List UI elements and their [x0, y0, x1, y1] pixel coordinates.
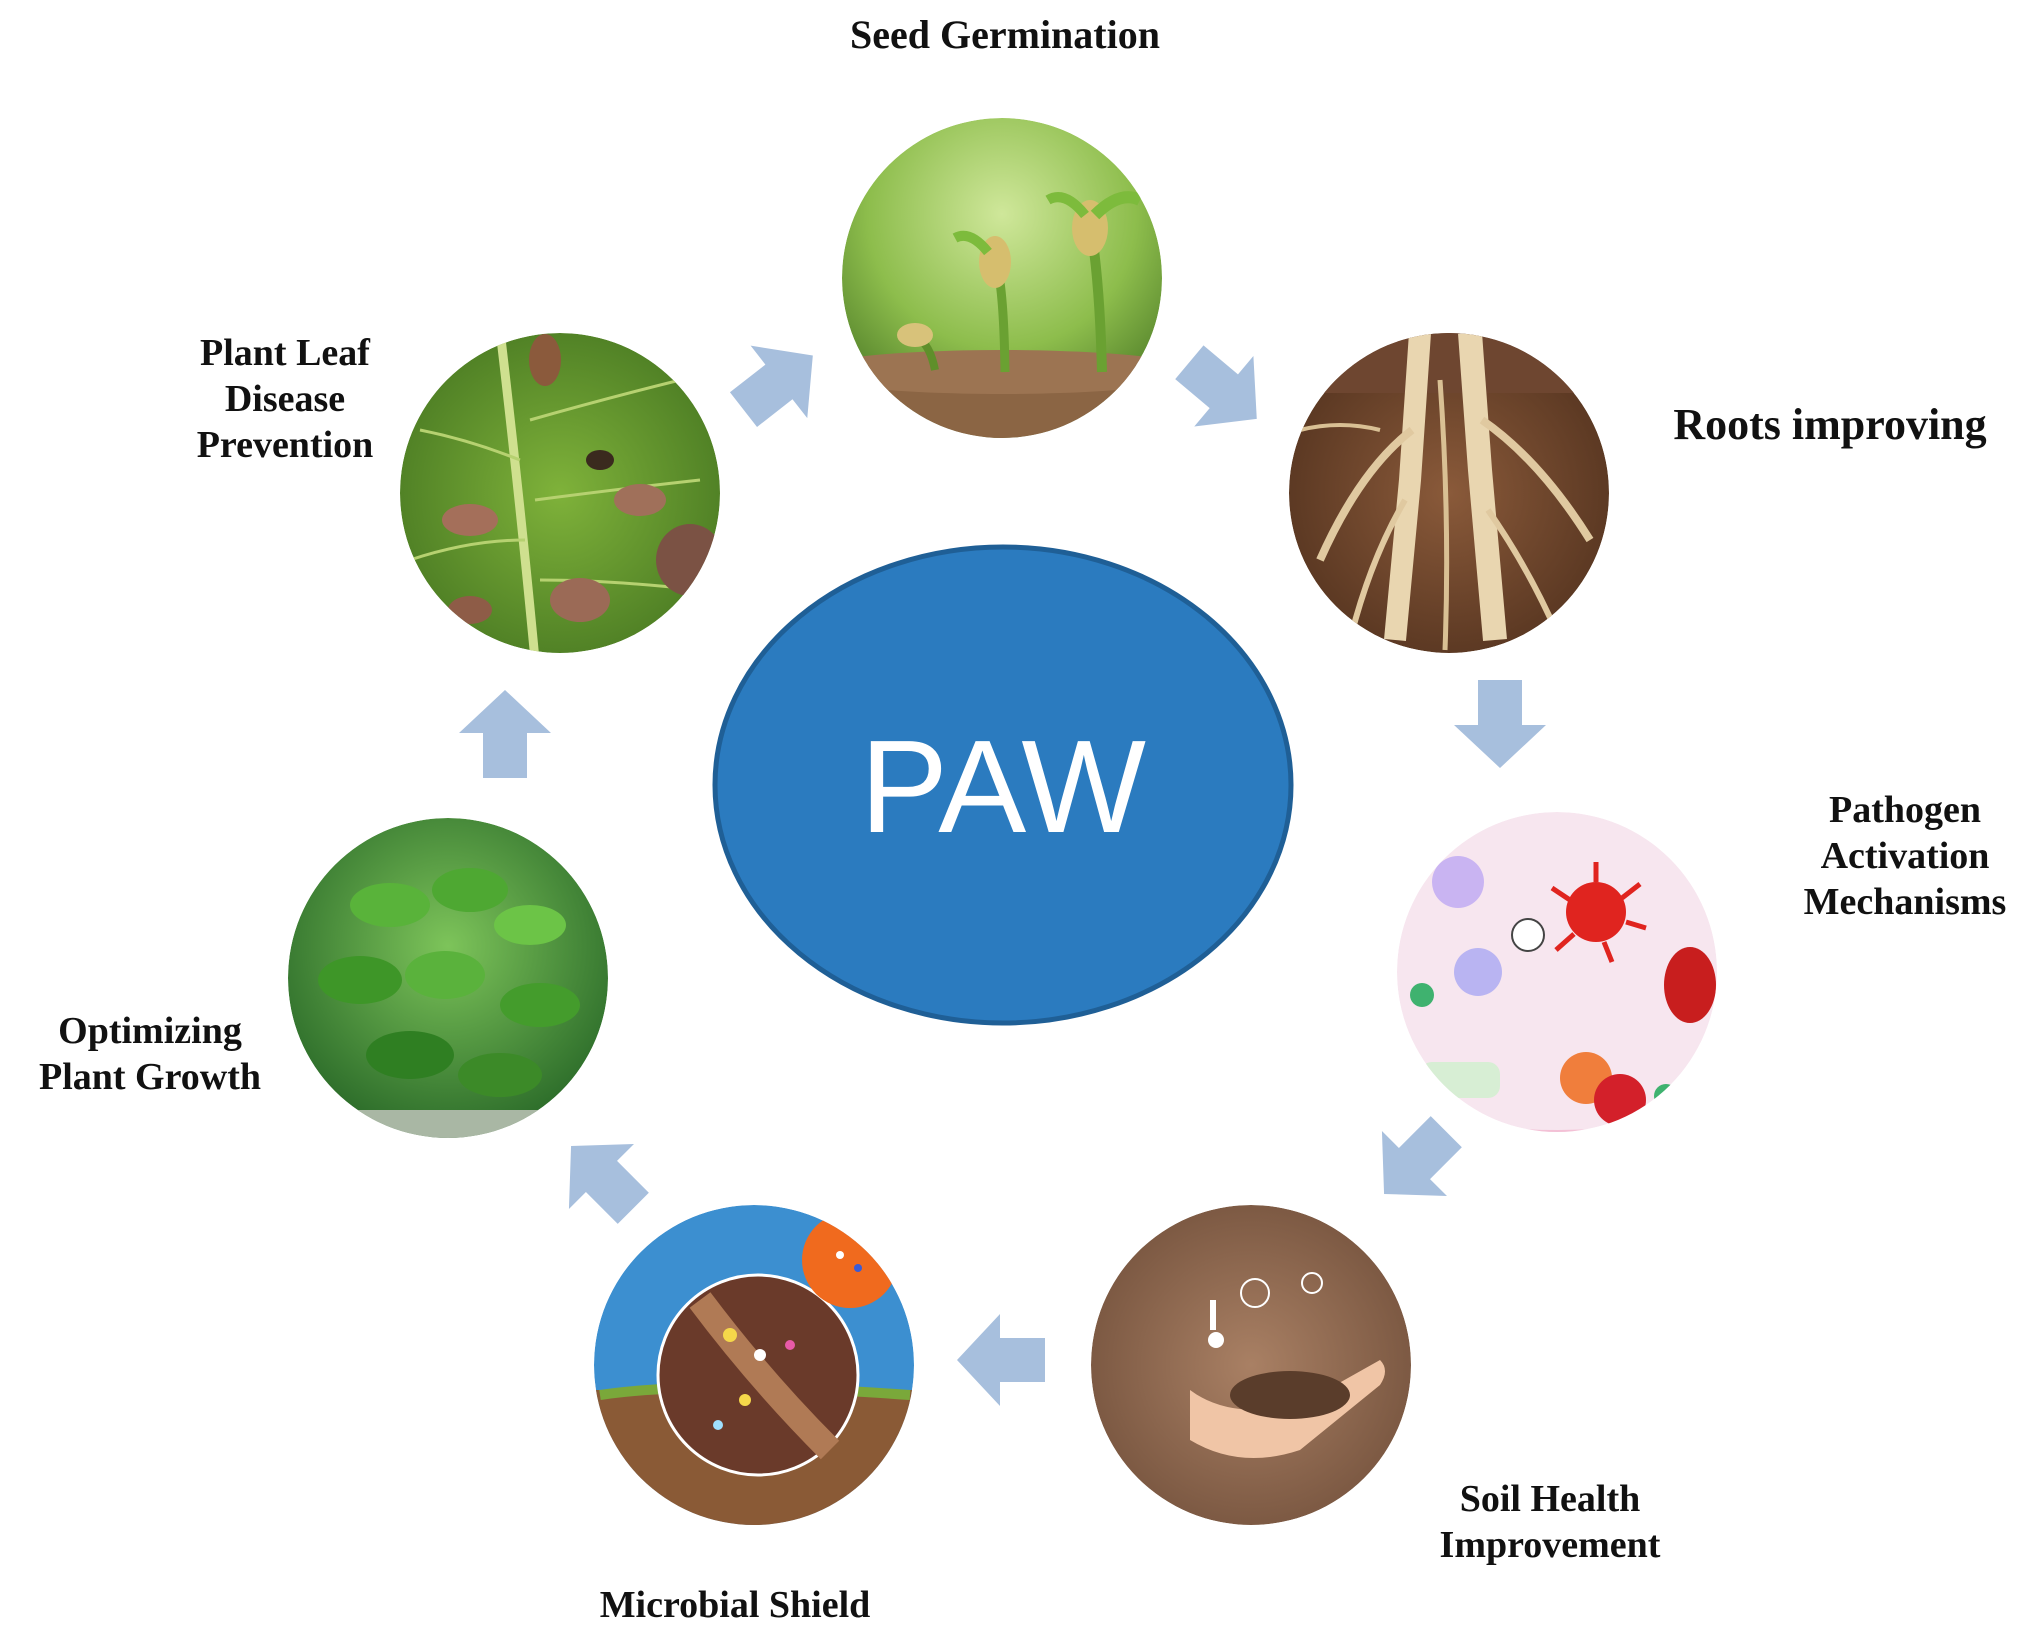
seed-germination-image	[842, 118, 1162, 438]
soil-health-image	[1091, 1205, 1411, 1525]
arrow-leaf-to-seed	[729, 345, 813, 427]
label-microbial-shield: Microbial Shield	[599, 1584, 871, 1626]
arrow-growth-to-leaf	[459, 690, 551, 778]
arrow-pathogen-to-soil	[1381, 1116, 1462, 1197]
microbial-shield-image	[594, 1205, 914, 1525]
label-leaf-disease: Plant Leaf Disease Prevention	[196, 332, 374, 466]
pathogen-image	[1397, 812, 1717, 1132]
plant-growth-image	[288, 818, 608, 1138]
cycle-arrows	[459, 345, 1546, 1406]
label-pathogen-activation: Pathogen Activation Mechanisms	[1803, 789, 2007, 923]
leaf-disease-image	[400, 333, 720, 653]
label-soil-health: Soil Health Improvement	[1439, 1478, 1661, 1566]
arrow-seed-to-roots	[1175, 345, 1257, 427]
center-ellipse	[712, 544, 1294, 1026]
roots-image	[1289, 333, 1609, 653]
arrow-roots-to-pathogen	[1454, 680, 1546, 768]
label-seed-germination: Seed Germination	[850, 12, 1160, 57]
label-plant-growth: Optimizing Plant Growth	[38, 1010, 262, 1098]
arrow-microbial-to-growth	[568, 1143, 649, 1224]
arrow-soil-to-microbial	[957, 1314, 1045, 1406]
center-label: PAW	[860, 713, 1146, 860]
label-roots-improving: Roots improving	[1673, 400, 1987, 449]
